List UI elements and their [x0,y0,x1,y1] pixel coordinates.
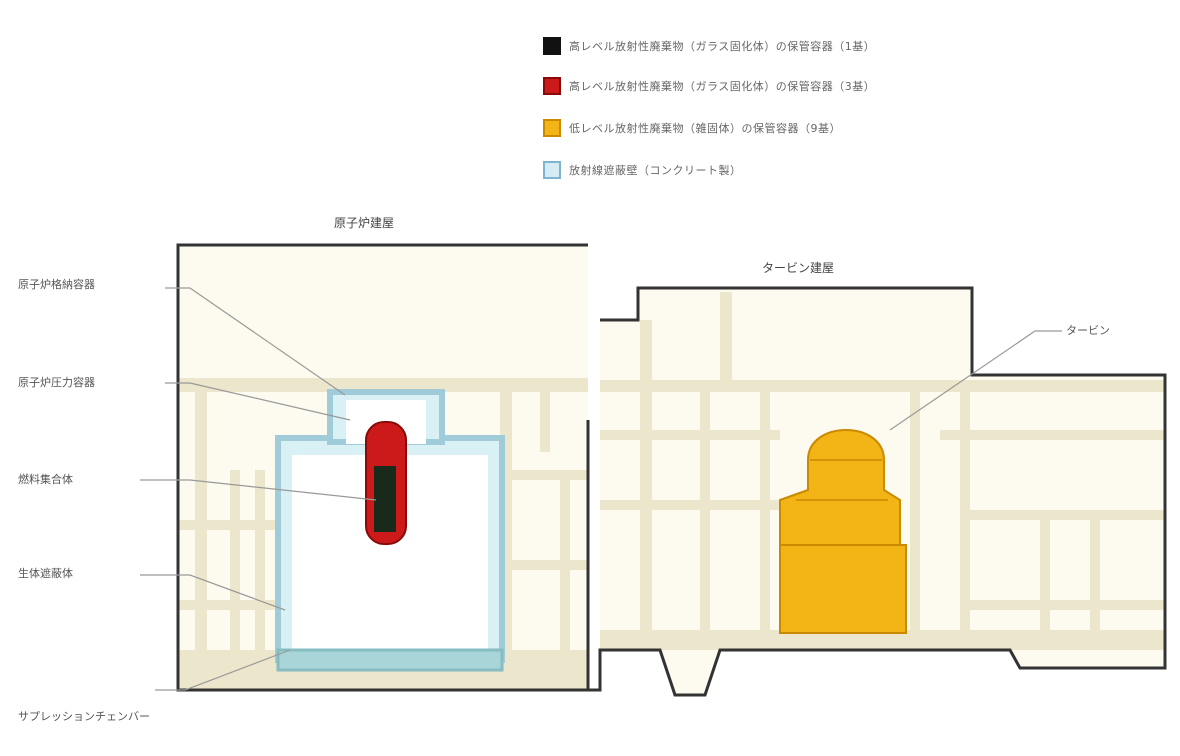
callout-suppression-pool: サプレッションチェンバー [18,710,150,723]
red-swatch-icon [543,77,561,95]
legend-label: 低レベル放射性廃棄物（雑固体）の保管容器（9基） [569,122,841,135]
legend-label: 高レベル放射性廃棄物（ガラス固化体）の保管容器（3基） [569,80,876,93]
callout-shield-wall: 生体遮蔽体 [18,567,73,580]
reactor-internal-walls [178,378,588,690]
blue-swatch-icon [543,161,561,179]
legend-label: 放射線遮蔽壁（コンクリート製） [569,164,742,177]
leader-lines [140,287,1062,691]
turbine-building-label: タービン建屋 [762,261,835,275]
callout-fuel: 燃料集合体 [18,473,73,486]
turbine-building [588,286,1167,697]
legend-label: 高レベル放射性廃棄物（ガラス固化体）の保管容器（1基） [569,40,876,53]
reactor-building [176,243,590,692]
turbine-internal-walls [600,292,1165,650]
turbine [779,429,907,634]
callout-turbine: タービン [1066,324,1110,337]
reactor-pressure-vessel [365,421,407,545]
legend-item-blue: 放射線遮蔽壁（コンクリート製） [543,157,742,183]
fuel-assembly [374,466,396,532]
yellow-swatch-icon [543,119,561,137]
legend-item-yellow: 低レベル放射性廃棄物（雑固体）の保管容器（9基） [543,115,841,141]
legend-item-black: 高レベル放射性廃棄物（ガラス固化体）の保管容器（1基） [543,33,875,59]
suppression-pool [276,648,504,672]
black-swatch-icon [543,37,561,55]
callout-pressure-vessel: 原子炉格納容器 [18,278,95,291]
reactor-building-label: 原子炉建屋 [334,216,395,230]
legend-item-red: 高レベル放射性廃棄物（ガラス固化体）の保管容器（3基） [543,73,875,99]
callout-containment: 原子炉圧力容器 [18,376,95,389]
